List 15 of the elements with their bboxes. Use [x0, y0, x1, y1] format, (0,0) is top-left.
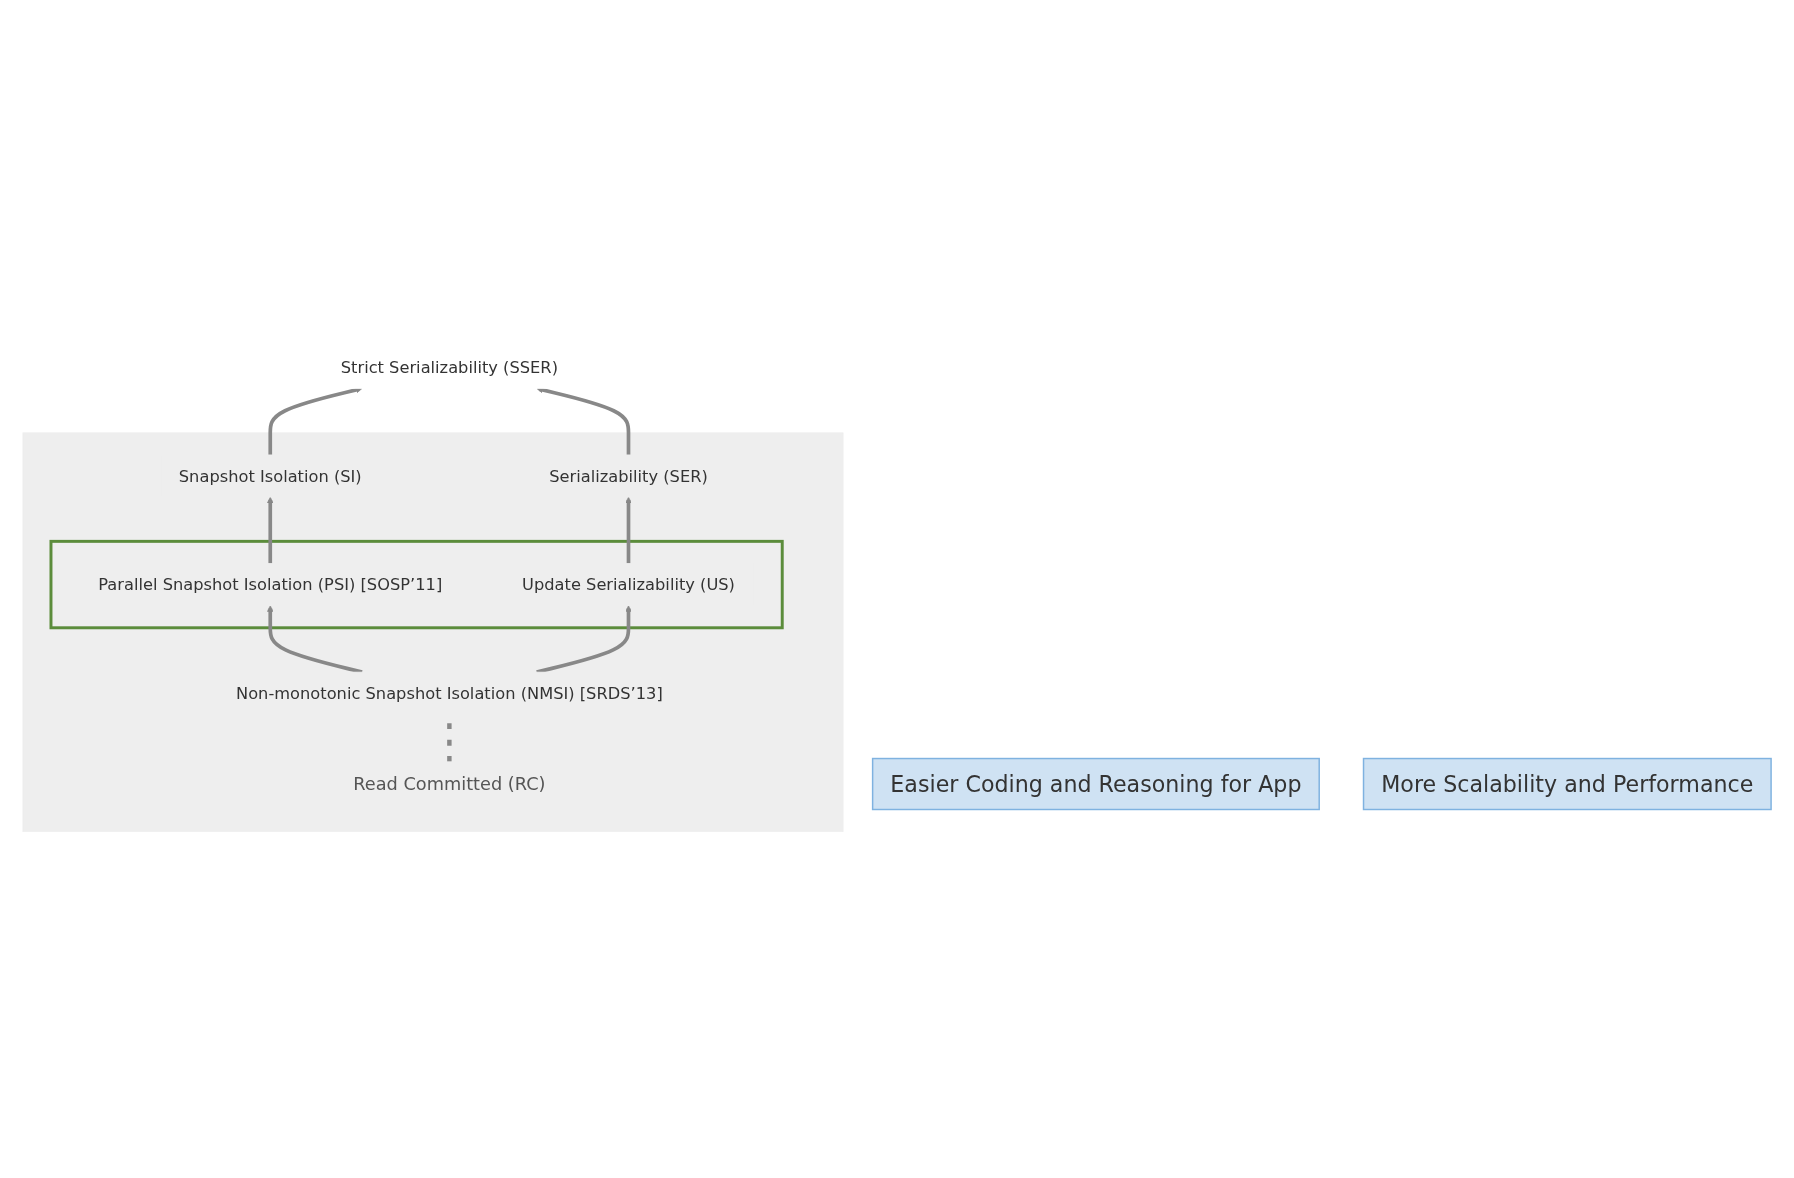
node-text: Snapshot Isolation (SI) — [178, 466, 362, 486]
cluster — [22, 432, 844, 833]
node-box: More Scalability and Performance — [1362, 757, 1772, 811]
node-box: Easier Coding and Reasoning for App — [871, 757, 1320, 811]
node-text: Non-monotonic Snapshot Isolation (NMSI) [SRDS’13] — [236, 683, 663, 703]
node-text: Strict Serializability (SSER) — [340, 358, 558, 377]
arrow — [625, 496, 632, 564]
node-text: Update Serializability (US) — [522, 575, 735, 594]
node-text: Read Committed (RC) — [353, 773, 546, 795]
cluster — [49, 539, 784, 630]
node-text: Parallel Snapshot Isolation (PSI) [SOSP’11] — [98, 575, 443, 594]
arrow — [536, 605, 632, 674]
node-text: Serializability (SER) — [549, 466, 708, 486]
arrow — [267, 605, 363, 674]
arrow — [267, 496, 274, 564]
